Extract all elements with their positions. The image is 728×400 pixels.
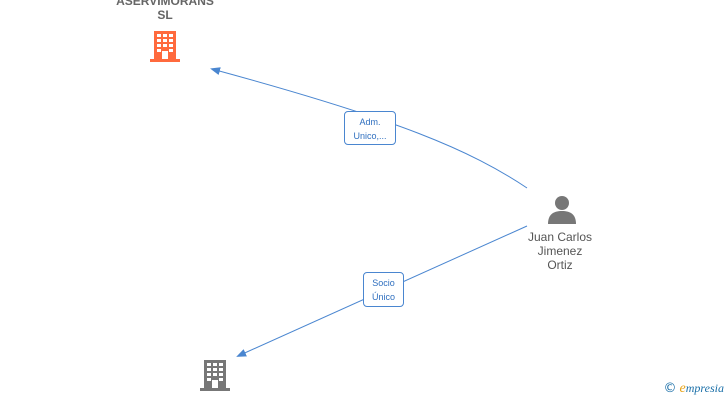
building-icon[interactable] — [148, 29, 182, 63]
person-icon[interactable] — [546, 194, 578, 226]
copyright-icon: © — [663, 381, 677, 396]
person-name-label[interactable]: Juan Carlos Jimenez Ortiz — [527, 230, 593, 272]
brand-name: mpresia — [685, 381, 724, 395]
empresia-watermark: © empresia — [664, 381, 724, 397]
building-icon[interactable] — [198, 358, 232, 392]
edge-label-socio[interactable]: Socio Único — [363, 272, 404, 307]
edge-label-admin[interactable]: Adm. Unico,... — [344, 111, 396, 145]
brand-initial: e — [679, 381, 686, 396]
company-name-label[interactable]: ASERVIMORANS SL — [116, 0, 214, 22]
edge-admin-unico — [210, 67, 528, 189]
